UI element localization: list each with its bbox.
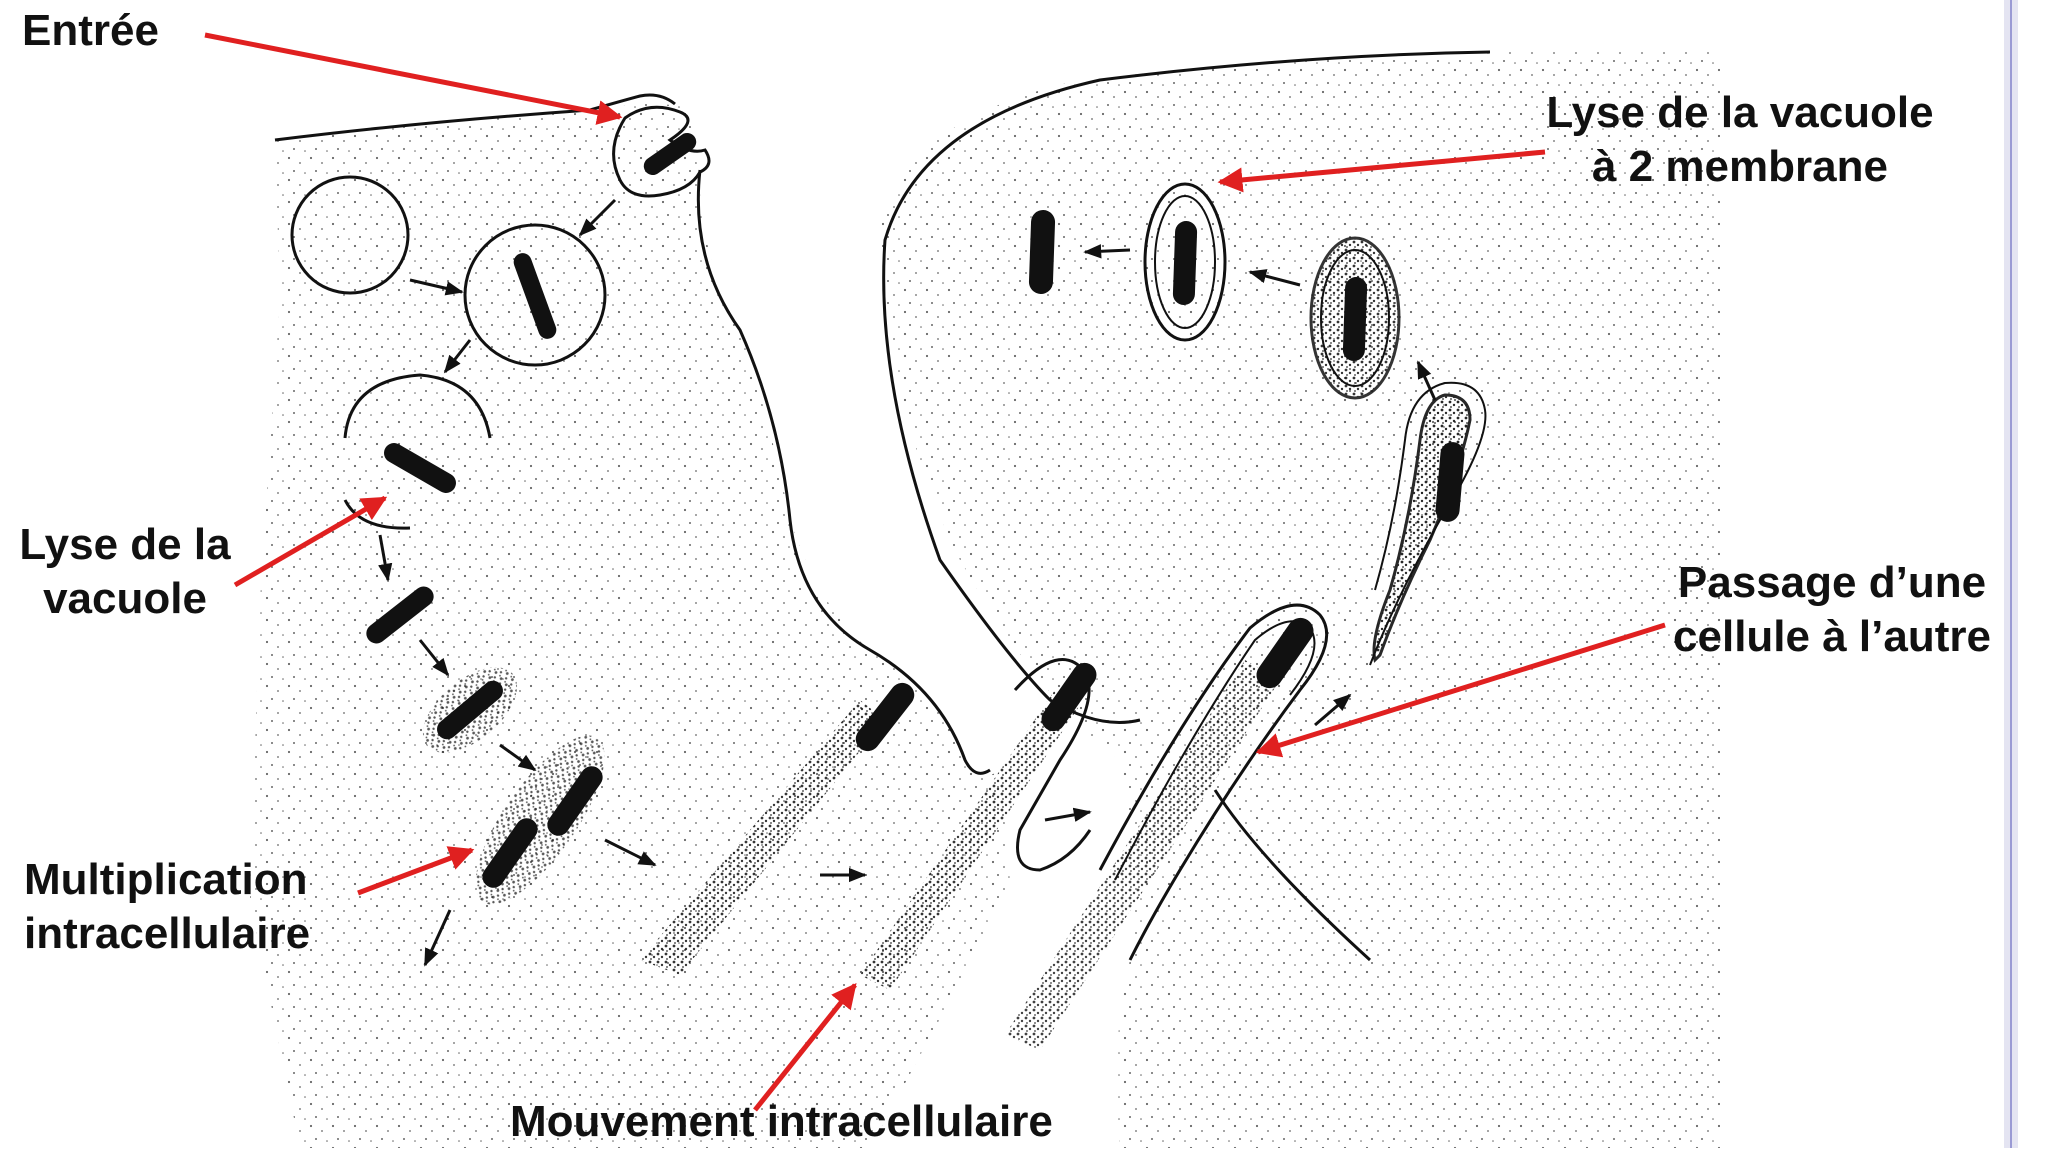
right-cell-body <box>880 52 1720 1148</box>
arrow-step-13 <box>1085 250 1130 252</box>
arrow-step-9 <box>1045 812 1090 820</box>
label-passage-line2: cellule à l’autre <box>1662 610 2002 664</box>
label-mouvement: Mouvement intracellulaire <box>510 1095 1053 1149</box>
label-lyse-2membrane-line2: à 2 membrane <box>1520 140 1960 194</box>
label-lyse-2membrane: Lyse de la vacuole à 2 membrane <box>1520 86 1960 194</box>
label-passage: Passage d’une cellule à l’autre <box>1662 556 2002 664</box>
label-multiplication-line1: Multiplication <box>24 853 310 907</box>
label-lyse-vacuole-line2: vacuole <box>10 572 240 626</box>
right-host-cell <box>880 52 1720 1148</box>
label-lyse-2membrane-line1: Lyse de la vacuole <box>1520 86 1960 140</box>
bacterium-double-vac-2 <box>1343 277 1368 362</box>
label-lyse-vacuole-line1: Lyse de la <box>10 518 240 572</box>
label-lyse-vacuole: Lyse de la vacuole <box>10 518 240 626</box>
label-passage-line1: Passage d’une <box>1662 556 2002 610</box>
label-entree: Entrée <box>22 4 159 58</box>
bacterium-double-vac-3 <box>1173 221 1198 306</box>
bacterium-released <box>1029 210 1056 295</box>
label-multiplication-line2: intracellulaire <box>24 907 310 961</box>
pointer-entree <box>205 35 620 117</box>
label-multiplication: Multiplication intracellulaire <box>24 853 310 961</box>
